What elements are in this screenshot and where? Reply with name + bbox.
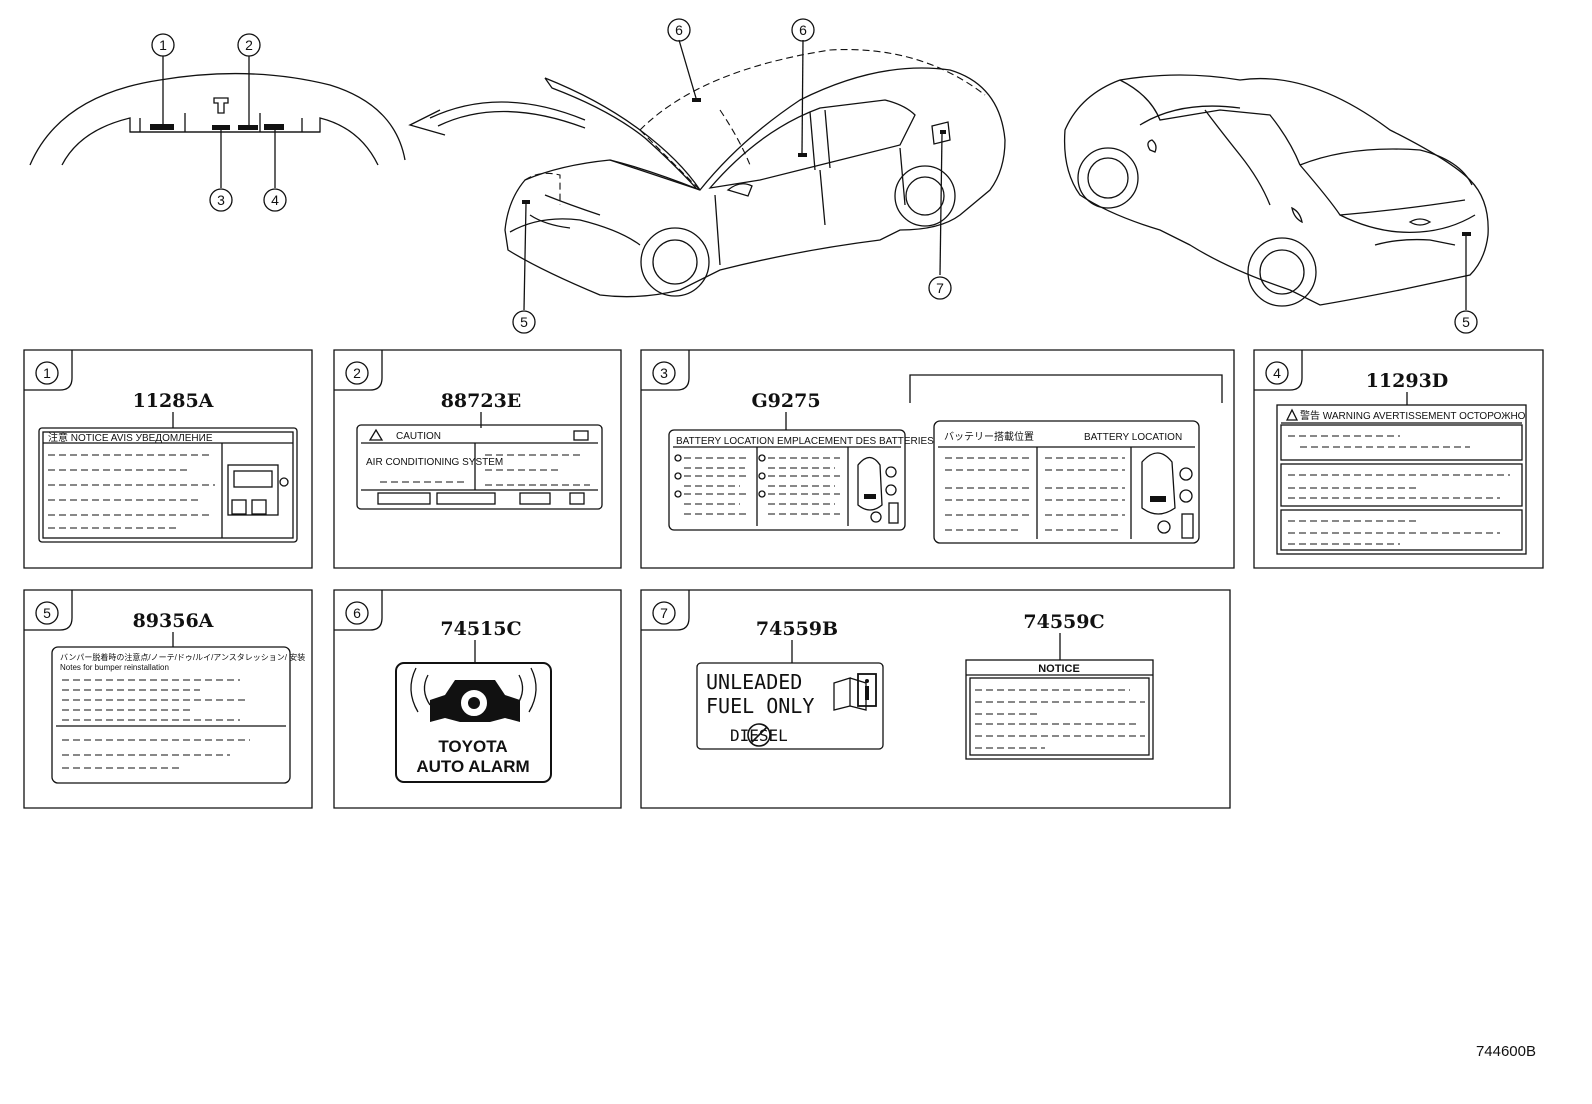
panel-2: 2 88723E CAUTION AIR CONDITIONING SYSTEM [333, 349, 622, 569]
svg-text:74559C: 74559C [1023, 611, 1104, 633]
svg-text:バンパー脱着時の注意点/ノーテ/ドゥ/ルイ/アンスタレッショ: バンパー脱着時の注意点/ノーテ/ドゥ/ルイ/アンスタレッション/ 安装 [60, 652, 305, 662]
svg-text:警告 WARNING AVERTISSEMENT ОС: 警告 WARNING AVERTISSEMENT ОСТОРОЖНО [1300, 409, 1526, 422]
panel-1: 1 11285A 注意 NOTICE AVIS УВЕДОМЛЕНИЕ [23, 349, 313, 569]
svg-text:6: 6 [353, 605, 361, 621]
panel-4: 4 11293D 警告 WARNING AVERTISSEMENT ОСТОРО… [1253, 349, 1544, 569]
svg-text:74515C: 74515C [440, 618, 521, 640]
interior-arrow [408, 101, 586, 136]
svg-text:FUEL ONLY: FUEL ONLY [706, 694, 814, 718]
callout-3-top: 3 [209, 188, 233, 212]
callout-4-top: 4 [263, 188, 287, 212]
svg-text:11285A: 11285A [133, 390, 214, 412]
svg-text:1: 1 [43, 365, 51, 381]
callout-5-rear: 5 [1454, 310, 1478, 334]
svg-text:Notes for bumper reinstallatio: Notes for bumper reinstallation [60, 663, 169, 672]
dashboard-view [29, 56, 406, 188]
svg-text:7: 7 [660, 605, 668, 621]
svg-text:2: 2 [245, 37, 253, 53]
svg-text:89356A: 89356A [133, 610, 214, 632]
svg-text:UNLEADED: UNLEADED [706, 670, 802, 694]
panel-7: 7 74559B UNLEADED FUEL ONLY DIESEL 74559… [640, 589, 1231, 809]
panel-5: 5 89356A バンパー脱着時の注意点/ノーテ/ドゥ/ルイ/アンスタレッション… [23, 589, 313, 809]
svg-text:4: 4 [271, 192, 279, 208]
svg-text:BATTERY LOCATION: BATTERY LOCATION [1084, 432, 1182, 443]
svg-text:G9275: G9275 [751, 390, 820, 412]
panel-3: 3 G9275 BATTERY LOCATION EMPLACEMENT DES… [640, 349, 1235, 569]
callout-5-front: 5 [512, 310, 536, 334]
svg-text:4: 4 [1273, 365, 1281, 381]
callout-2-top: 2 [237, 33, 261, 57]
svg-text:88723E: 88723E [441, 390, 522, 412]
svg-text:6: 6 [675, 22, 683, 38]
rear-car-illustration [1063, 74, 1489, 310]
svg-text:6: 6 [799, 22, 807, 38]
svg-text:CAUTION: CAUTION [396, 431, 441, 442]
svg-text:7: 7 [936, 280, 944, 296]
svg-text:AIR CONDITIONING SYSTEM: AIR CONDITIONING SYSTEM [366, 457, 503, 468]
svg-text:バッテリー搭載位置: バッテリー搭載位置 [944, 430, 1034, 443]
callout-6-front-a: 6 [667, 18, 691, 42]
svg-text:AUTO ALARM: AUTO ALARM [416, 757, 529, 776]
svg-text:74559B: 74559B [756, 618, 838, 640]
svg-text:3: 3 [217, 192, 225, 208]
svg-text:5: 5 [43, 605, 51, 621]
reference-code: 744600B [1476, 1043, 1536, 1060]
front-car-illustration [504, 39, 1006, 311]
svg-text:2: 2 [353, 365, 361, 381]
svg-text:注意 NOTICE AVIS УВЕДОМЛЕНИЕ: 注意 NOTICE AVIS УВЕДОМЛЕНИЕ [48, 431, 213, 444]
callout-7-front: 7 [928, 276, 952, 300]
panel-6: 6 74515C TOYOTA AUTO ALARM [333, 589, 622, 809]
svg-text:5: 5 [1462, 314, 1470, 330]
svg-text:1: 1 [159, 37, 167, 53]
callout-1-top: 1 [151, 33, 175, 57]
svg-text:NOTICE: NOTICE [1038, 663, 1080, 675]
svg-text:5: 5 [520, 314, 528, 330]
svg-text:11293D: 11293D [1366, 370, 1449, 392]
svg-text:TOYOTA: TOYOTA [438, 737, 507, 756]
svg-text:BATTERY LOCATION EMPLACEMENT: BATTERY LOCATION EMPLACEMENT DES BATTERI… [676, 436, 934, 447]
callout-6-front-b: 6 [791, 18, 815, 42]
svg-text:3: 3 [660, 365, 668, 381]
